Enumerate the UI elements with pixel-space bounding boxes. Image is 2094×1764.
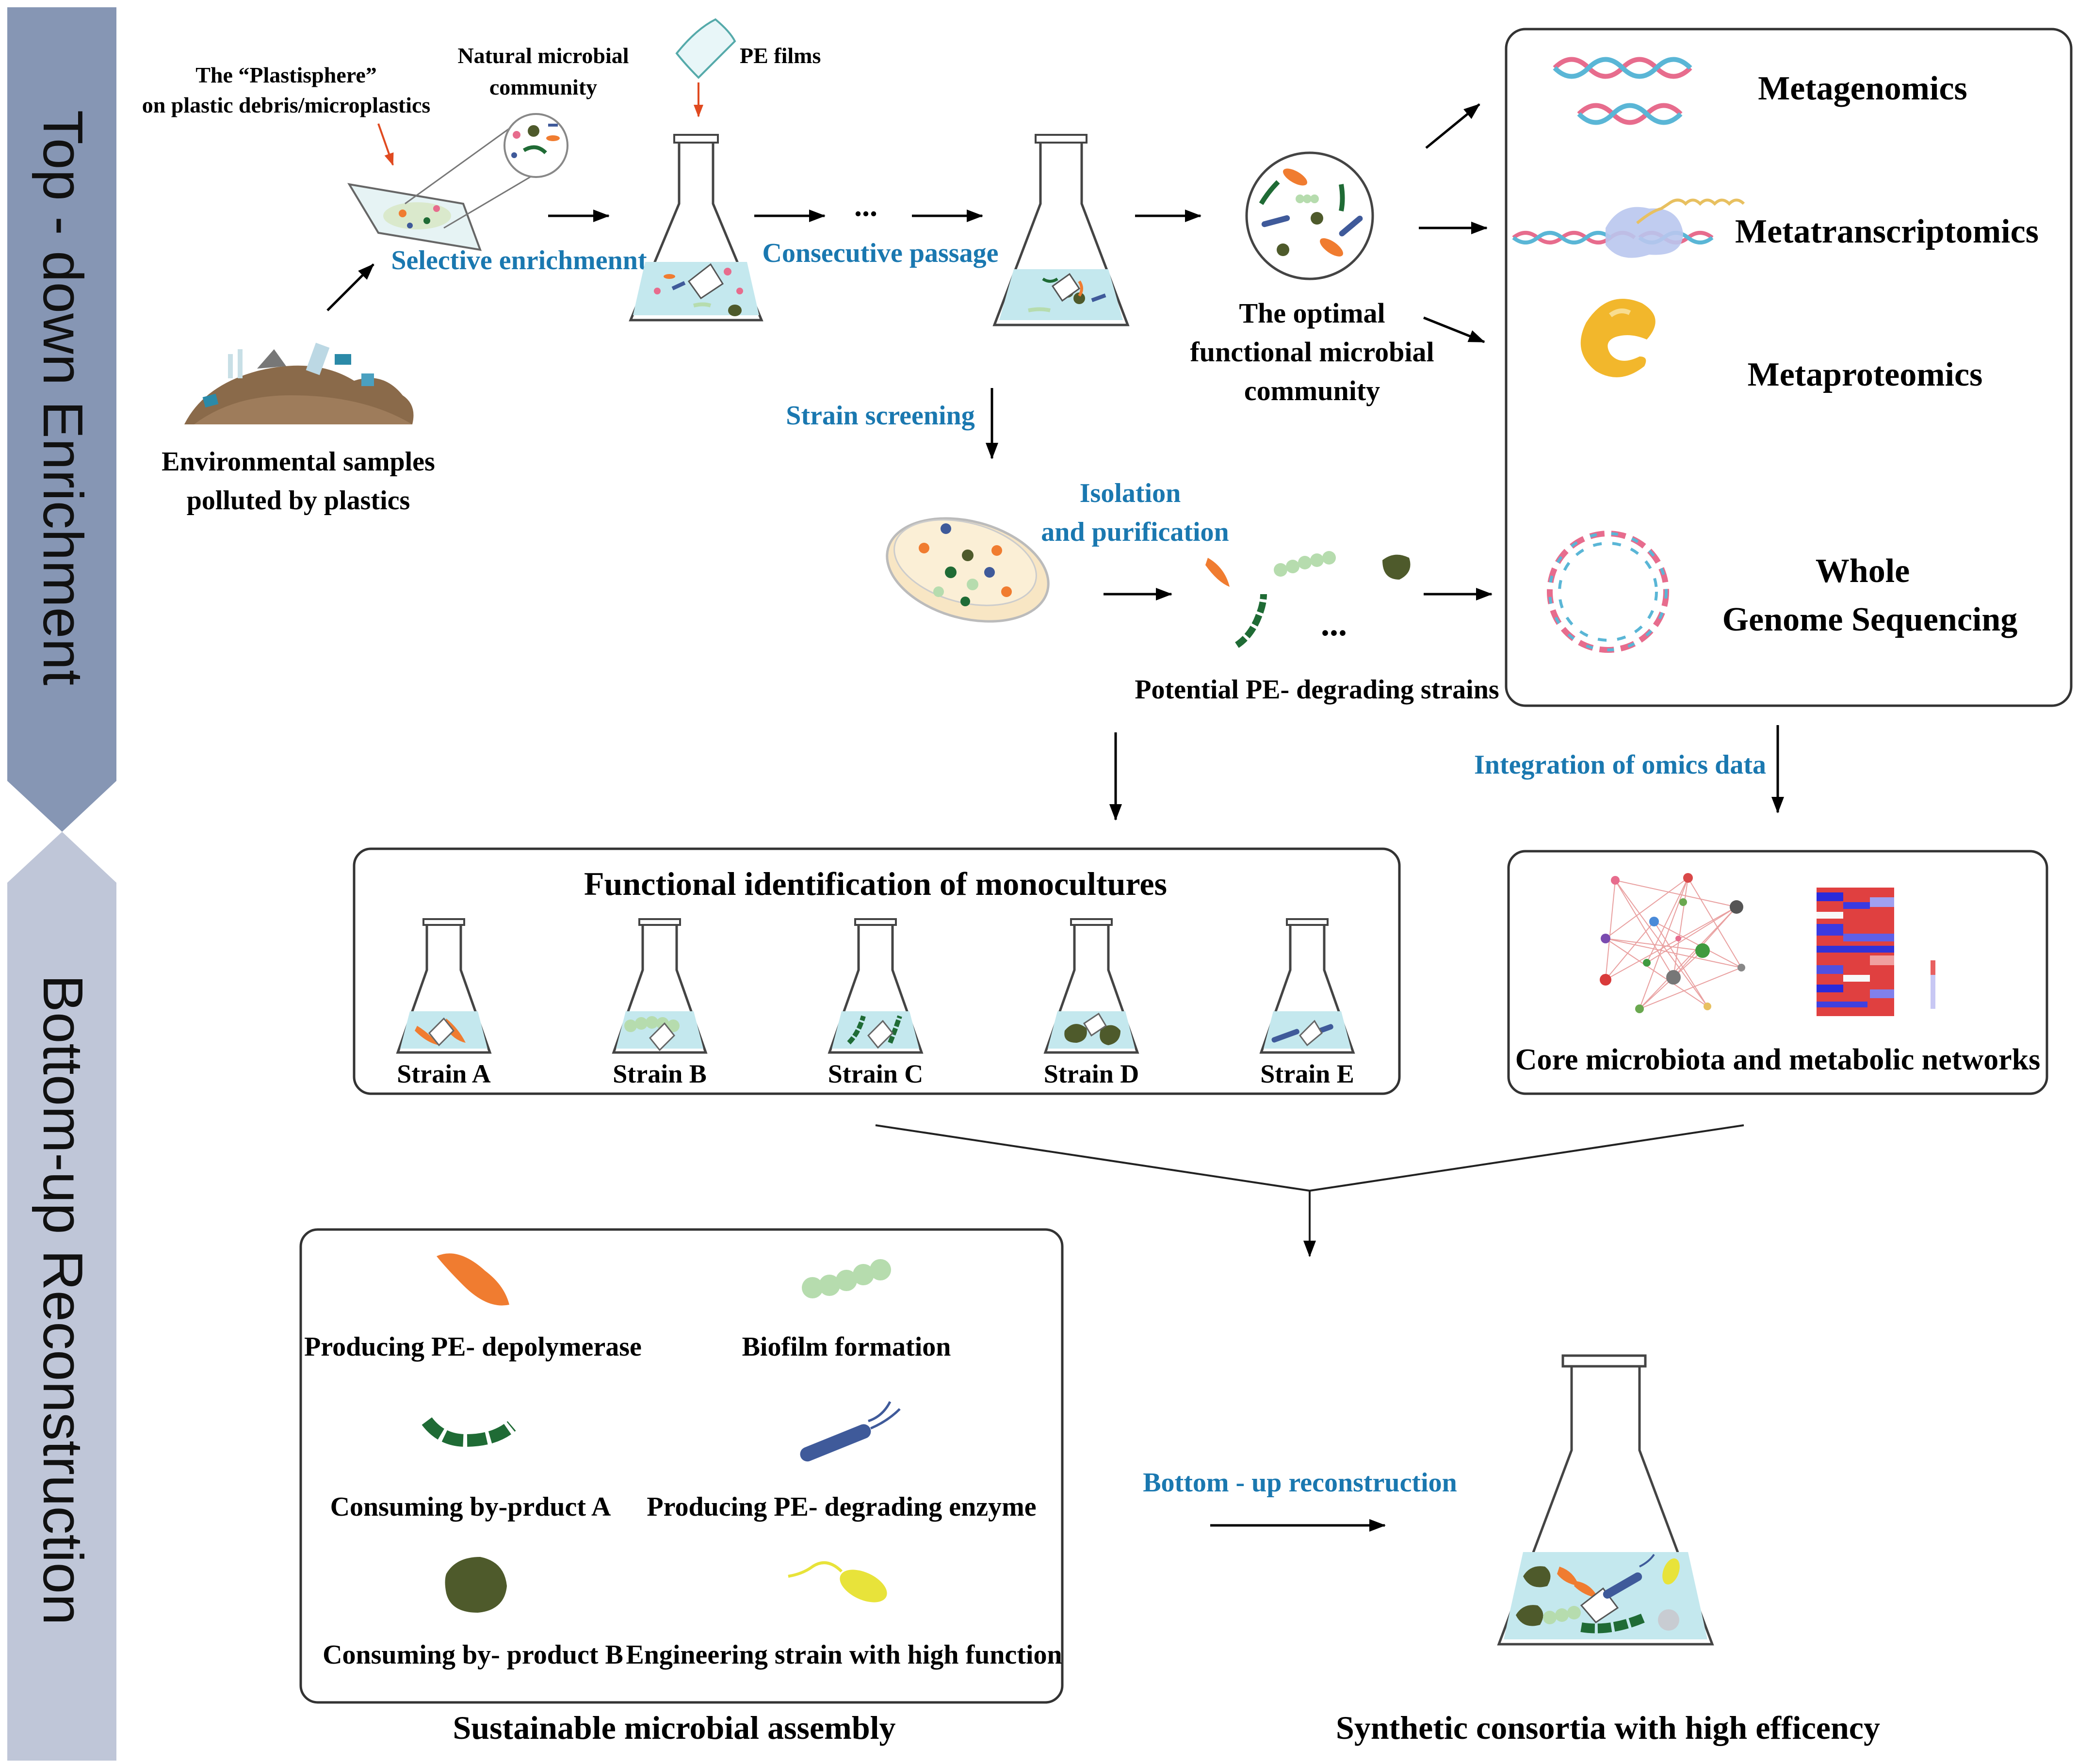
isolation-label-2: and purification [1041, 517, 1229, 547]
consortia-caption: Synthetic consortia with high efficency [1336, 1709, 1880, 1746]
core-microbiota-panel [1507, 850, 2048, 1095]
dna-helix-icon [1553, 57, 1692, 125]
assembly-item-6: Engineering strain with high function [626, 1640, 1062, 1670]
top-down-label: Top - down Enrichment [32, 110, 95, 685]
strain-b-flask [612, 918, 708, 1054]
selective-enrichment-label: Selective enrichmennt [391, 245, 647, 275]
network-graph-icon [1600, 873, 1745, 1013]
optimal-community-label-2: functional microbial [1190, 336, 1434, 368]
metagenomics-label: Metagenomics [1758, 70, 1967, 107]
strains-ellipsis: ... [1321, 604, 1347, 643]
strain-e-flask [1259, 918, 1355, 1054]
converging-connector [875, 1124, 1744, 1257]
genome-ring-icon [1547, 531, 1669, 653]
heatmap-icon [1817, 888, 1935, 1016]
assembly-item-3: Consuming by-prduct A [330, 1492, 611, 1522]
plastisphere-pointer [377, 123, 394, 166]
strain-screening-label: Strain screening [786, 401, 974, 431]
natural-community-icon [503, 113, 568, 178]
bottom-up-band: Bottom-up Reconstruction [7, 832, 116, 1761]
reconstruction-label: Bottom - up reconstruction [1143, 1468, 1457, 1498]
env-samples-label-2: polluted by plastics [187, 486, 410, 516]
metatranscriptomics-label: Metatranscriptomics [1735, 213, 2039, 250]
strain-e-label: Strain E [1260, 1059, 1354, 1088]
isolated-strains-icons [1205, 551, 1411, 648]
strain-c-label: Strain C [828, 1059, 924, 1088]
wgs-label-2: Genome Sequencing [1722, 601, 2018, 638]
assembly-item-4: Producing PE- degrading enzyme [647, 1492, 1036, 1522]
assembly-caption: Sustainable microbial assembly [453, 1709, 895, 1746]
biofilm-strain-icon [802, 1259, 891, 1298]
arrow-env-to-plastisphere [326, 263, 374, 311]
plastic-waste-pile-icon [184, 342, 414, 424]
synthetic-consortia-flask [1497, 1354, 1714, 1646]
assembly-item-1: Producing PE- depolymerase [304, 1332, 642, 1362]
bottom-up-label: Bottom-up Reconstruction [32, 974, 95, 1625]
omics-panel [1505, 28, 2073, 707]
core-microbiota-label: Core microbiota and metabolic networks [1515, 1043, 2041, 1076]
depolymerase-strain-icon [437, 1253, 509, 1306]
strain-b-label: Strain B [613, 1059, 707, 1088]
assembly-item-2: Biofilm formation [742, 1332, 951, 1362]
natural-community-label-2: community [489, 75, 597, 99]
env-samples-label-1: Environmental samples [162, 447, 435, 477]
strain-d-label: Strain D [1044, 1059, 1139, 1088]
plastic-debris-icon [347, 183, 482, 251]
potential-strains-label: Potential PE- degrading strains [1135, 675, 1499, 705]
top-down-band: Top - down Enrichment [7, 7, 116, 832]
strain-a-flask [396, 918, 492, 1054]
strain-a-label: Strain A [397, 1059, 491, 1088]
plastisphere-label-2: on plastic debris/microplastics [142, 93, 431, 117]
integration-label: Integration of omics data [1474, 750, 1766, 780]
optimal-community-label-3: community [1244, 375, 1380, 406]
arrow-community-to-metagenomics [1425, 103, 1480, 149]
pe-film-icon [675, 18, 736, 79]
arrow-community-to-metaproteomics [1423, 316, 1485, 343]
petri-dish-icon [886, 517, 1050, 623]
natural-community-label-1: Natural microbial [457, 43, 629, 68]
consecutive-passage-label: Consecutive passage [763, 238, 999, 268]
optimal-community-label-1: The optimal [1239, 297, 1385, 329]
wgs-label-1: Whole [1816, 552, 1910, 590]
byproduct-b-strain-icon [445, 1557, 507, 1613]
transcription-icon [1512, 198, 1745, 258]
engineered-strain-icon [788, 1561, 887, 1602]
isolation-label-1: Isolation [1080, 478, 1181, 508]
assembly-panel [299, 1228, 1064, 1704]
passage-flask [992, 134, 1130, 326]
strain-c-flask [828, 918, 924, 1054]
protein-icon [1580, 299, 1656, 377]
metaproteomics-label: Metaproteomics [1748, 356, 1983, 393]
degrading-enzyme-strain-icon [800, 1401, 901, 1462]
monocultures-title: Functional identification of monoculture… [584, 865, 1167, 902]
enrichment-flask [629, 134, 763, 322]
assembly-item-5: Consuming by- product B [323, 1640, 623, 1670]
pe-films-label: PE films [740, 43, 821, 68]
plastisphere-label-1: The “Plastisphere” [195, 63, 377, 87]
optimal-community-icon [1245, 151, 1374, 280]
passage-ellipsis: ... [854, 188, 877, 223]
strain-d-flask [1043, 918, 1139, 1054]
byproduct-a-strain-icon [422, 1417, 516, 1447]
